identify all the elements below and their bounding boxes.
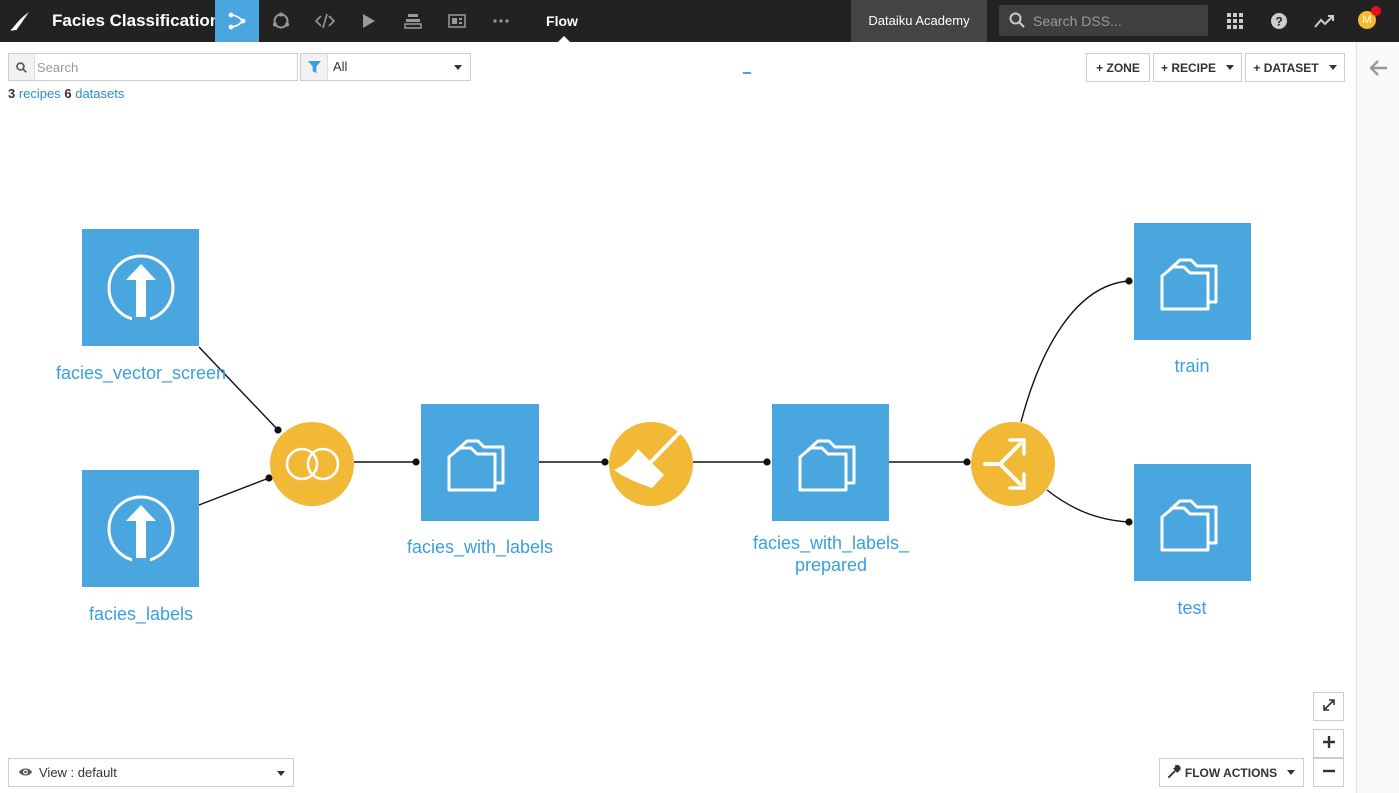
dataset-label-line2[interactable]: prepared xyxy=(795,555,867,575)
filter-value: All xyxy=(333,59,348,74)
recipe-node-split[interactable] xyxy=(971,422,1055,506)
flow-filter-select[interactable]: All xyxy=(300,53,471,81)
stack-icon[interactable] xyxy=(391,0,435,42)
help-icon[interactable]: ? xyxy=(1261,0,1297,42)
code-icon[interactable] xyxy=(303,0,347,42)
dataset-node-facies-vector-screen[interactable]: facies_vector_screen xyxy=(56,229,226,384)
dataset-node-facies-with-labels[interactable]: facies_with_labels xyxy=(407,404,553,558)
edge-split-to-train xyxy=(1020,280,1130,423)
dataset-label[interactable]: facies_vector_screen xyxy=(56,363,226,384)
arrow-left-icon[interactable] xyxy=(1369,60,1388,81)
add-dataset-label: + DATASET xyxy=(1253,60,1319,75)
more-icon[interactable] xyxy=(479,0,523,42)
add-recipe-button[interactable]: + RECIPE xyxy=(1153,53,1242,82)
dataset-node-test[interactable]: test xyxy=(1134,464,1251,618)
chevron-down-icon xyxy=(1328,65,1337,70)
flow-item-counts: 3 recipes 6 datasets xyxy=(8,86,124,101)
dataset-label[interactable]: train xyxy=(1174,356,1209,376)
view-select[interactable]: View : default xyxy=(8,758,294,787)
active-section-indicator xyxy=(558,36,570,42)
svg-text:?: ? xyxy=(1275,15,1282,29)
edge-vector-to-join xyxy=(198,346,279,431)
join-icon xyxy=(285,447,340,481)
flow-edges xyxy=(198,280,1130,523)
add-zone-button[interactable]: + ZONE xyxy=(1086,53,1150,82)
plus-icon xyxy=(1322,735,1335,753)
dataset-node-train[interactable]: train xyxy=(1134,223,1251,376)
filter-icon xyxy=(301,54,328,80)
recipe-node-prepare[interactable] xyxy=(609,422,693,506)
zoom-out-button[interactable] xyxy=(1313,758,1344,787)
chevron-down-icon xyxy=(454,65,462,70)
dataiku-logo-icon[interactable] xyxy=(0,0,40,42)
chevron-down-icon xyxy=(1287,770,1296,775)
flow-actions-label: FLOW ACTIONS xyxy=(1184,765,1278,780)
flow-icon[interactable] xyxy=(215,0,259,42)
eye-icon xyxy=(18,766,33,781)
zone-indicator xyxy=(743,72,751,74)
search-icon xyxy=(1009,12,1025,33)
minus-icon xyxy=(1322,764,1335,782)
flow-actions-button[interactable]: FLOW ACTIONS xyxy=(1159,758,1304,787)
recipe-count: 3 xyxy=(8,86,16,101)
run-icon[interactable] xyxy=(347,0,391,42)
edge-split-to-test xyxy=(1046,489,1130,523)
notification-badge xyxy=(1371,6,1381,16)
dataset-label[interactable]: facies_with_labels xyxy=(407,537,553,558)
split-icon xyxy=(983,438,1026,490)
chevron-down-icon xyxy=(277,771,285,776)
prepare-brush-icon xyxy=(614,430,682,488)
chevron-down-icon xyxy=(1226,65,1235,70)
recipes-link[interactable]: recipes xyxy=(15,86,65,101)
edge-labels-to-join xyxy=(198,477,270,506)
wrench-icon xyxy=(1167,764,1181,781)
dashboard-icon[interactable] xyxy=(435,0,479,42)
flow-search-box[interactable] xyxy=(8,53,298,81)
recipe-node-join[interactable] xyxy=(270,422,354,506)
dataset-label-line1[interactable]: facies_with_labels_ xyxy=(753,533,910,554)
search-icon xyxy=(9,54,35,80)
flow-search-input[interactable] xyxy=(37,54,295,80)
global-search-box[interactable] xyxy=(999,5,1208,36)
global-search-input[interactable] xyxy=(1033,5,1203,36)
zoom-in-button[interactable] xyxy=(1313,729,1344,758)
edge-connector-dots xyxy=(265,277,1133,526)
top-nav-bar: Facies Classification Flow Dataiku Acade… xyxy=(0,0,1399,42)
add-zone-label: + ZONE xyxy=(1096,60,1140,75)
project-title[interactable]: Facies Classification xyxy=(52,11,221,30)
apps-grid-icon[interactable] xyxy=(1217,0,1253,42)
view-label: View : default xyxy=(39,765,117,780)
datasets-link[interactable]: datasets xyxy=(71,86,125,101)
dataset-node-facies-labels[interactable]: facies_labels xyxy=(82,470,199,625)
dataset-count: 6 xyxy=(64,86,72,101)
dataset-node-facies-with-labels-prepared[interactable]: facies_with_labels_ prepared xyxy=(753,404,910,575)
expand-icon xyxy=(1322,698,1335,716)
add-recipe-label: + RECIPE xyxy=(1160,60,1217,75)
flow-graph-canvas[interactable]: facies_vector_screen facies_labels facie… xyxy=(0,42,1355,752)
dataset-label[interactable]: test xyxy=(1177,598,1206,618)
fullscreen-button[interactable] xyxy=(1313,692,1344,721)
bundle-icon[interactable] xyxy=(259,0,303,42)
dataset-label[interactable]: facies_labels xyxy=(89,604,193,625)
flow-section-label[interactable]: Flow xyxy=(546,13,578,29)
instance-name-button[interactable]: Dataiku Academy xyxy=(851,0,987,42)
trending-icon[interactable] xyxy=(1306,0,1342,42)
add-dataset-button[interactable]: + DATASET xyxy=(1245,53,1345,82)
user-avatar[interactable]: M xyxy=(1358,11,1376,29)
right-side-panel xyxy=(1356,42,1399,793)
